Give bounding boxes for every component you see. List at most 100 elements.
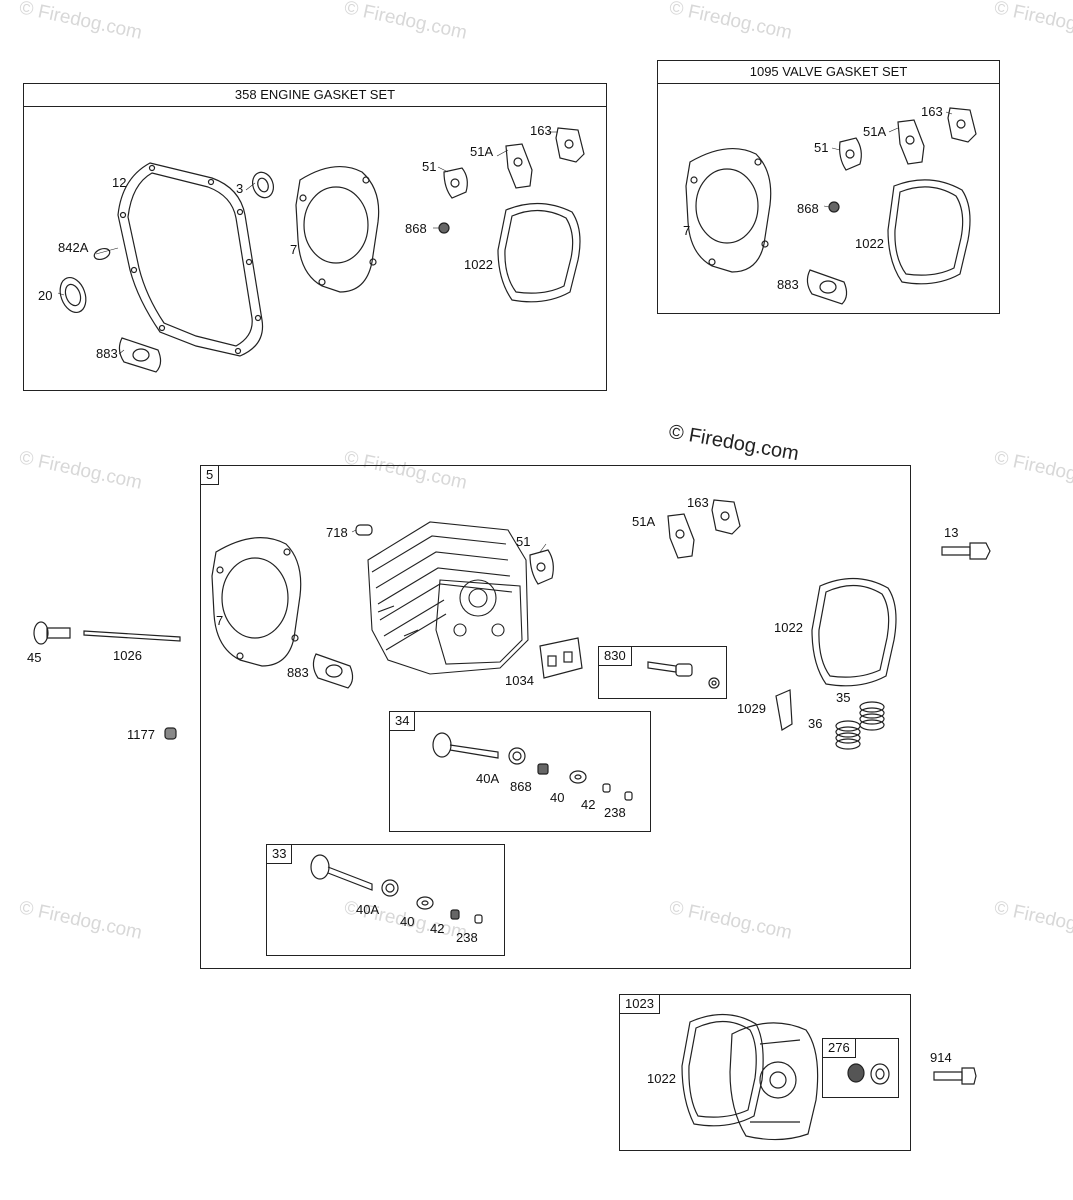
rocker-stud: [647, 661, 720, 689]
carb-gasket-163: [947, 107, 977, 143]
valve-cover-gasket: [497, 202, 581, 303]
air-deflector: [539, 637, 583, 679]
part-label: 3: [236, 181, 244, 196]
intake-gasket-51: [529, 549, 554, 585]
part-label: 1022: [774, 620, 803, 635]
exhaust-gasket-883: [118, 337, 162, 373]
valve-cover-gasket: [681, 1013, 764, 1127]
valve-cover: [729, 1022, 819, 1141]
part-label: 13: [944, 525, 959, 540]
crankcase-gasket-inner: [127, 172, 253, 347]
exhaust-gasket-883: [806, 269, 848, 305]
valve-seal-868: [828, 201, 840, 213]
valve-cover-grommet-box: 276: [822, 1038, 899, 1098]
exhaust-valve-parts: [432, 732, 633, 801]
part-label: 42: [581, 797, 596, 812]
part-label: 40A: [476, 771, 500, 786]
valve-seal-868: [438, 222, 450, 234]
part-label: 51: [422, 159, 437, 174]
part-label: 35: [836, 690, 851, 705]
crankcase-gasket: [117, 162, 264, 357]
part-label: 51A: [470, 144, 494, 159]
oil-seal-small: [252, 171, 274, 199]
intake-gasket-51a: [897, 119, 925, 165]
exhaust-gasket-883: [312, 653, 354, 689]
cylinder-head: [367, 521, 529, 675]
valve-springs: [835, 701, 885, 750]
part-label: 238: [604, 805, 626, 820]
part-label: 36: [808, 716, 823, 731]
part-label: 51: [516, 534, 531, 549]
exhaust-valve-tag: 34: [390, 712, 416, 731]
cylinder-head-tag: 5: [201, 466, 220, 485]
push-rod-1026: [83, 630, 181, 642]
part-label: 40: [400, 914, 415, 929]
dowel-pin: [355, 524, 373, 536]
engine-gasket-set-box: 358 ENGINE GASKET SET: [23, 83, 607, 391]
part-label: 40A: [356, 902, 380, 917]
part-label: 40: [550, 790, 565, 805]
part-label: 842A: [58, 240, 89, 255]
push-rod-guide-45: [33, 621, 71, 645]
part-label: 1034: [505, 673, 534, 688]
valve-cover-grommet-tag: 276: [823, 1039, 856, 1058]
part-label: 883: [96, 346, 118, 361]
part-label: 238: [456, 930, 478, 945]
intake-gasket-51a: [505, 143, 533, 189]
intake-valve-parts: [310, 854, 483, 924]
intake-gasket-51: [443, 167, 468, 199]
part-label: 51: [814, 140, 829, 155]
valve-gasket-set-box: 1095 VALVE GASKET SET: [657, 60, 1000, 314]
part-label: 883: [287, 665, 309, 680]
part-label: 1022: [647, 1071, 676, 1086]
part-label: 7: [683, 223, 691, 238]
part-label: 1029: [737, 701, 766, 716]
oil-seal-large: [59, 276, 87, 314]
part-label: 914: [930, 1050, 952, 1065]
head-gasket: [295, 166, 380, 293]
part-label: 51A: [632, 514, 656, 529]
part-label: 7: [290, 242, 298, 257]
part-label: 718: [326, 525, 348, 540]
part-label: 868: [510, 779, 532, 794]
rocker-arm: [775, 689, 793, 731]
exhaust-valve-box: 34: [389, 711, 651, 832]
rocker-stud-box: 830: [598, 646, 727, 699]
head-gasket: [685, 148, 772, 273]
valve-gasket-set-title: 1095 VALVE GASKET SET: [658, 61, 999, 84]
part-label: 868: [797, 201, 819, 216]
intake-gasket-51a: [667, 513, 695, 559]
part-label: 163: [921, 104, 943, 119]
part-label: 163: [530, 123, 552, 138]
carb-gasket-163: [711, 499, 741, 535]
intake-gasket-51: [839, 137, 862, 171]
part-label: 883: [777, 277, 799, 292]
part-label: 51A: [863, 124, 887, 139]
valve-cover-bolt-914: [933, 1067, 977, 1085]
nut-1177: [164, 727, 177, 740]
intake-valve-box: 33: [266, 844, 505, 956]
valve-cover-gasket: [887, 179, 971, 285]
part-label: 1026: [113, 648, 142, 663]
part-label: 7: [216, 613, 224, 628]
gasket-bolt-holes: [119, 164, 262, 355]
o-ring: [93, 247, 111, 261]
carb-gasket-163: [555, 127, 585, 163]
part-label: 163: [687, 495, 709, 510]
part-label: 1177: [127, 727, 155, 742]
head-bolt-13: [941, 542, 991, 560]
valve-cover-gasket: [811, 577, 897, 687]
part-label: 1022: [464, 257, 493, 272]
rocker-stud-tag: 830: [599, 647, 632, 666]
part-label: 12: [112, 175, 127, 190]
cylinder-head-box: 5: [200, 465, 911, 969]
part-label: 20: [38, 288, 53, 303]
part-label: 1022: [855, 236, 884, 251]
intake-valve-tag: 33: [267, 845, 293, 864]
grommet-276: [847, 1063, 890, 1085]
engine-gasket-set-title: 358 ENGINE GASKET SET: [24, 84, 606, 107]
part-label: 42: [430, 921, 445, 936]
part-label: 45: [27, 650, 42, 665]
